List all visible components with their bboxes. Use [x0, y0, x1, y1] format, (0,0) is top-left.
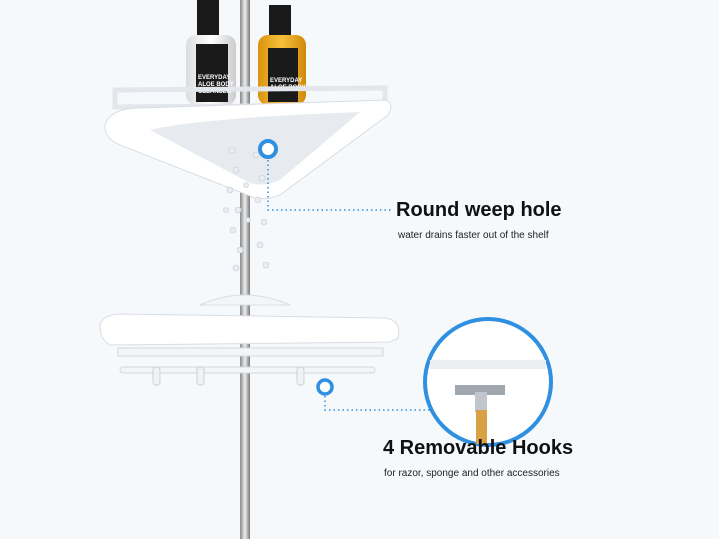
svg-text:CLEANSER: CLEANSER — [198, 89, 232, 95]
bottom-shelf — [99, 294, 400, 386]
pole — [240, 0, 250, 539]
hook-leader — [324, 396, 432, 411]
svg-text:EVERYDAY: EVERYDAY — [198, 75, 230, 81]
hook-detail-circle — [423, 317, 553, 447]
water-drops — [223, 146, 270, 272]
weep-hole-marker — [258, 139, 278, 159]
svg-text:ALOE BODY: ALOE BODY — [198, 82, 234, 88]
feature-title-hooks: 4 Removable Hooks — [383, 437, 574, 459]
weep-hole-leader — [267, 160, 392, 211]
feature-title-weep-hole: Round weep hole — [396, 199, 562, 221]
top-shelf — [104, 85, 392, 200]
hook-marker — [316, 378, 334, 396]
feature-subtitle-hooks: for razor, sponge and other accessories — [384, 468, 560, 479]
svg-text:EVERYDAY: EVERYDAY — [270, 78, 302, 84]
feature-subtitle-weep-hole: water drains faster out of the shelf — [398, 230, 549, 241]
